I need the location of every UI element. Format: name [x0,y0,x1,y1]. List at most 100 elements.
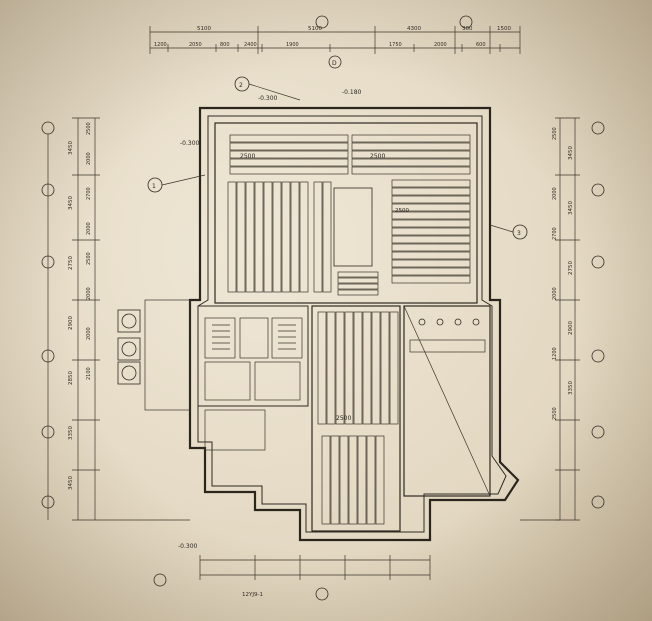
room-label: 2500 [395,208,409,214]
dim-text-top: 600 [476,42,486,48]
grid-bubble [315,587,329,601]
rack-vertical [263,181,273,293]
dim-text-right: 3450 [568,201,574,215]
note-text: 12YJ9-1 [242,592,263,598]
right-room [403,305,491,497]
rack-vertical [254,181,264,293]
service-room [254,361,301,401]
rack-shelf [391,219,471,228]
rack-vertical [366,435,376,525]
dim-text-left: 2900 [68,316,74,330]
rack-vertical [362,311,372,425]
fixture [472,318,480,326]
fan-icon [121,365,137,381]
center-void [333,187,373,267]
dim-text-left: 2000 [86,222,92,235]
rack-shelf [391,259,471,268]
grid-bubble-right [591,255,605,269]
rack-vertical [344,311,354,425]
rack-shelf [391,227,471,236]
rack-shelf [391,203,471,212]
dim-text-right: 3450 [568,146,574,160]
dim-text-left: 2100 [86,367,92,380]
grid-bubble-right [591,495,605,509]
rack-shelf [351,134,471,143]
fixture [418,318,426,326]
rack-vertical [375,435,385,525]
leader [489,224,514,233]
dim-text-right: 2500 [552,407,558,420]
dim-text-left: 2500 [86,122,92,135]
dim-text-right: 2000 [552,187,558,200]
rack-vertical [281,181,291,293]
grid-bubble [315,15,329,29]
room-label: 2500 [336,415,351,422]
dim-text-right: 2700 [552,227,558,240]
dim-text-right: 2500 [552,127,558,140]
dim-text-left: 2750 [68,256,74,270]
dim-text-top: 2050 [189,42,202,48]
rack-vertical [317,311,327,425]
leader [248,83,301,101]
rack-vertical [236,181,246,293]
dim-text-top: 1900 [286,42,299,48]
rack-vertical [322,181,332,293]
service-room [239,317,269,359]
rack-shelf-small [337,283,379,290]
service-zone [197,305,309,407]
dim-text-right: 1200 [552,347,558,360]
grid-bubble [459,15,473,29]
rack-shelf [229,142,349,151]
rack-shelf [391,211,471,220]
level-label: -0.300 [178,543,198,550]
rack-vertical [353,311,363,425]
rack-vertical [290,181,300,293]
grid-bubble-right [591,349,605,363]
grid-bubble-right [591,183,605,197]
grid-bubble-left [41,121,55,135]
dim-text-left: 2000 [86,152,92,165]
service-room [271,317,303,359]
rack-vertical [313,181,323,293]
dim-text-top: 800 [220,42,230,48]
rack-shelf [351,158,471,167]
counter [409,339,486,353]
rack-vertical [321,435,331,525]
leader [161,174,206,186]
dim-text-left: 2700 [86,187,92,200]
fan-icon [121,313,137,329]
callout-text: 2 [239,82,243,89]
rack-shelf [391,195,471,204]
grid-bubble [153,573,167,587]
dim-text-top: 2000 [434,42,447,48]
rack-vertical [227,181,237,293]
dim-text-left: 2000 [86,327,92,340]
rack-shelf [351,150,471,159]
rack-vertical [299,181,309,293]
dim-text-top: 1200 [154,42,167,48]
dim-text-left: 3450 [68,476,74,490]
rack-shelf [391,275,471,284]
rack-shelf [351,142,471,151]
level-label: -0.300 [180,140,200,147]
dim-text-right: 2900 [568,321,574,335]
callout-4 [328,55,342,69]
rack-vertical [272,181,282,293]
rack-shelf-small [337,289,379,296]
dim-text-right: 2000 [552,287,558,300]
room-label: 2500 [370,153,385,160]
fixture [454,318,462,326]
rack-vertical [326,311,336,425]
dim-text-top: 1750 [389,42,402,48]
dim-text-left: 2000 [86,287,92,300]
lobby-room [204,409,266,451]
dim-text-right: 3350 [568,381,574,395]
level-label: -0.180 [342,89,362,96]
dim-text-top: 5100 [197,26,211,32]
rack-shelf [229,150,349,159]
service-room [204,361,251,401]
dim-text-top: 4300 [407,26,421,32]
upper-hall [214,122,478,304]
rack-shelf [391,235,471,244]
